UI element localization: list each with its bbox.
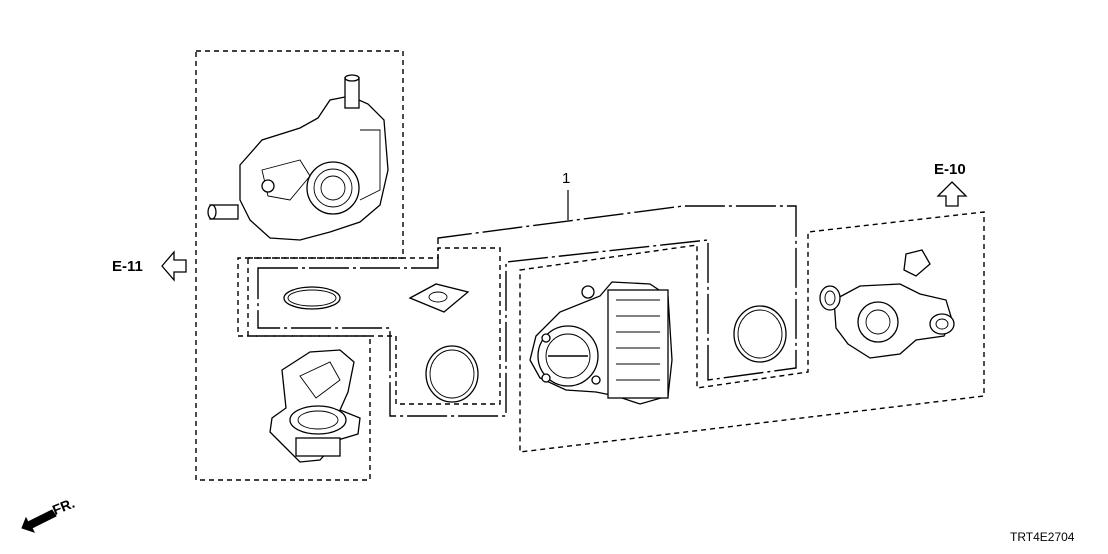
gasket-flat-diamond (408, 283, 470, 313)
reference-label-e11: E-11 (112, 258, 143, 275)
dashed-group-box-egr (195, 50, 404, 481)
outline-arrow-up-icon (936, 181, 968, 207)
egr-valve-part (207, 74, 389, 241)
reference-label-e10: E-10 (934, 161, 966, 178)
o-ring-lower-left (425, 345, 479, 403)
kit-outline-part-1 (257, 205, 797, 417)
gasket-oval-left (283, 286, 341, 310)
diagram-code: TRT4E2704 (1010, 530, 1075, 544)
outline-arrow-left-icon (161, 250, 187, 282)
dashed-group-box-throttle (519, 211, 985, 453)
throttle-body-part (529, 281, 673, 405)
dashed-group-box-gaskets (247, 247, 501, 405)
o-ring-right (733, 305, 787, 363)
callout-number-1: 1 (562, 170, 571, 187)
front-direction-arrow-icon (21, 509, 57, 533)
water-outlet-part (819, 249, 955, 359)
intake-elbow-part (269, 349, 361, 463)
